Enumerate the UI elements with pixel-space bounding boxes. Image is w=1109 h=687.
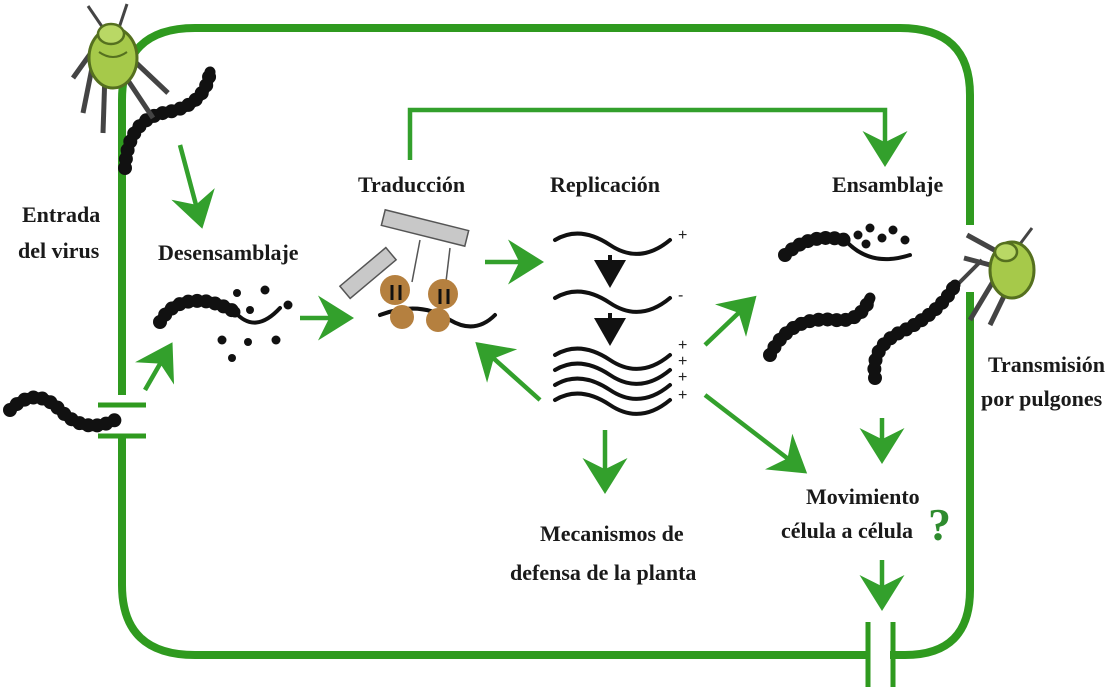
label-mecanismos-line1: Mecanismos de (540, 521, 684, 546)
strand-sign: + (678, 227, 687, 244)
label-entrada-line2: del virus (18, 238, 100, 263)
strand-sign: + (678, 353, 687, 370)
label-replicacion: Replicación (550, 172, 660, 197)
ribosome-icon (426, 279, 458, 332)
label-ensamblaje: Ensamblaje (832, 172, 943, 197)
virion-icon (770, 298, 870, 355)
translation-complex (340, 210, 495, 332)
ribosome-icon (380, 275, 414, 329)
aphid-virion-icon (125, 72, 210, 168)
virion-icon (874, 285, 955, 378)
arrow-entry-to-disassembly (145, 350, 168, 390)
label-entrada-line1: Entrada (22, 202, 100, 227)
disassembly-virion-icon (160, 286, 293, 363)
label-traduccion: Traducción (358, 172, 465, 197)
label-mecanismos-line2: defensa de la planta (510, 560, 696, 585)
arrow-translation-to-assembly (410, 110, 885, 160)
assembly-virion-icon (785, 224, 910, 260)
arrow-replication-to-assembly (705, 302, 750, 345)
strand-sign: + (678, 337, 687, 354)
label-movimiento-line1: Movimiento (806, 484, 920, 509)
strand-sign: + (678, 387, 687, 404)
entering-virion-icon (10, 398, 115, 426)
question-mark-icon: ? (928, 499, 951, 550)
strand-sign: + (678, 369, 687, 386)
arrow-aphid-to-disassembly (180, 145, 200, 220)
arrow-replication-to-translation (482, 348, 540, 400)
replication-strands (555, 234, 670, 414)
label-transmision-line2: por pulgones (981, 386, 1103, 411)
strand-sign: - (678, 287, 683, 304)
label-desensamblaje: Desensamblaje (158, 240, 299, 265)
label-movimiento-line2: célula a célula (781, 518, 913, 543)
arrow-replication-to-movement (705, 395, 800, 468)
label-transmision-line1: Transmisión (988, 352, 1105, 377)
